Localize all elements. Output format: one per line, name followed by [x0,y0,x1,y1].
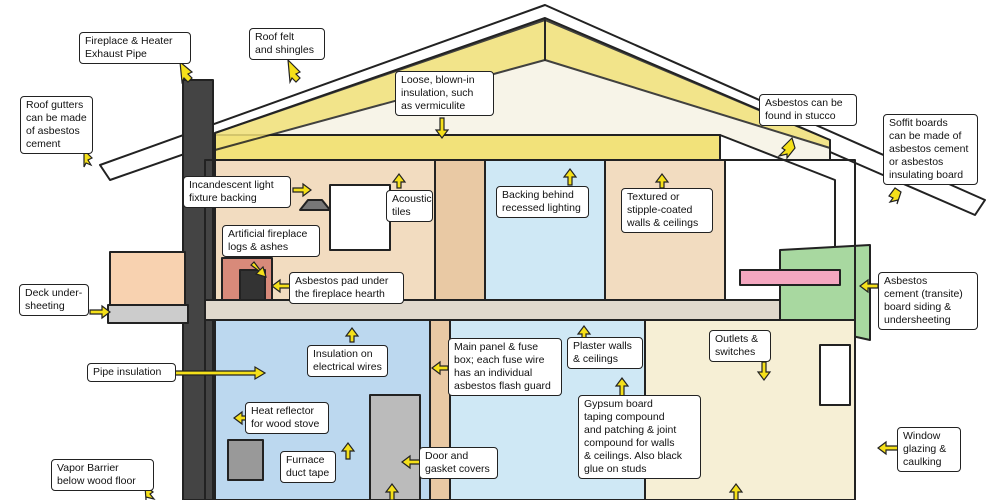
label-siding: Asbestos cement (transite) board siding … [878,272,978,330]
arrow-loose-fill [434,117,450,139]
label-window-glazing: Window glazing & caulking [897,427,961,472]
label-hearth-pad: Asbestos pad under the fireplace hearth [289,272,404,304]
label-recessed-lighting: Backing behind recessed lighting [496,186,589,218]
arrow-window [877,440,899,456]
kitchen-window [819,344,851,406]
arrow-bottom-2 [728,483,744,500]
arrow-logs [250,261,267,278]
arrow-fuse [431,360,449,376]
label-fuse-box: Main panel & fuse box; each fuse wire ha… [448,338,562,396]
label-textured-walls: Textured or stipple-coated walls & ceili… [621,188,713,233]
label-gypsum: Gypsum board taping compound and patchin… [578,395,701,479]
arrow-wires [344,327,360,343]
arrow-fireplace [179,60,194,85]
label-heat-reflector: Heat reflector for wood stove [245,402,329,434]
arrow-roof [287,58,302,85]
roof-insulation-right [544,19,831,149]
arrow-gypsum [614,377,630,397]
arrow-pipe [174,365,267,381]
arrow-door [401,454,421,470]
attic-insulation [214,134,721,161]
pendant-lamp [299,199,331,211]
bed-pink [739,269,841,286]
hallway [434,159,486,301]
label-furnace-tape: Furnace duct tape [280,451,336,483]
deck [109,251,186,308]
label-vapor-barrier: Vapor Barrier below wood floor [51,459,154,491]
arrow-bottom-1 [384,483,400,500]
wood-stove [227,439,264,481]
arrow-hearth [271,278,291,294]
arrow-textured [654,173,670,189]
arrow-gutters [83,148,94,168]
arrow-deck [89,304,111,320]
label-acoustic-tiles: Acoustic tiles [386,190,433,222]
arrow-soffit [888,187,902,205]
arrow-siding [859,278,879,294]
label-outlets: Outlets & switches [709,330,771,362]
label-door-gaskets: Door and gasket covers [419,447,498,479]
arrow-outlets [756,361,772,381]
label-fireplace-exhaust: Fireplace & Heater Exhaust Pipe [79,32,191,64]
arrow-recessed [562,168,578,186]
label-electrical-wires: Insulation on electrical wires [307,345,388,377]
arrow-furnace [340,442,356,460]
label-light-fixture: Incandescent light fixture backing [183,176,291,208]
label-soffit: Soffit boards can be made of asbestos ce… [883,114,978,185]
label-deck: Deck under- sheeting [19,284,89,316]
bathroom [484,159,606,301]
chimney [182,79,214,500]
upper-window [329,184,391,251]
exterior-wall [204,159,856,500]
roof [99,4,986,216]
arrow-stucco [777,136,796,160]
arrow-acoustic [391,173,407,189]
label-stucco: Asbestos can be found in stucco [759,94,857,126]
label-gutters: Roof gutters can be made of asbestos cem… [20,96,93,154]
label-fireplace-logs: Artificial fireplace logs & ashes [222,225,320,257]
arrow-light [292,182,312,198]
siding [779,244,871,341]
label-pipe-insulation: Pipe insulation [87,363,176,382]
label-plaster: Plaster walls & ceilings [567,337,643,369]
furnace [369,394,421,500]
label-loose-fill: Loose, blown-in insulation, such as verm… [395,71,494,116]
label-roof-felt: Roof felt and shingles [249,28,325,60]
deck-floor [107,304,189,324]
